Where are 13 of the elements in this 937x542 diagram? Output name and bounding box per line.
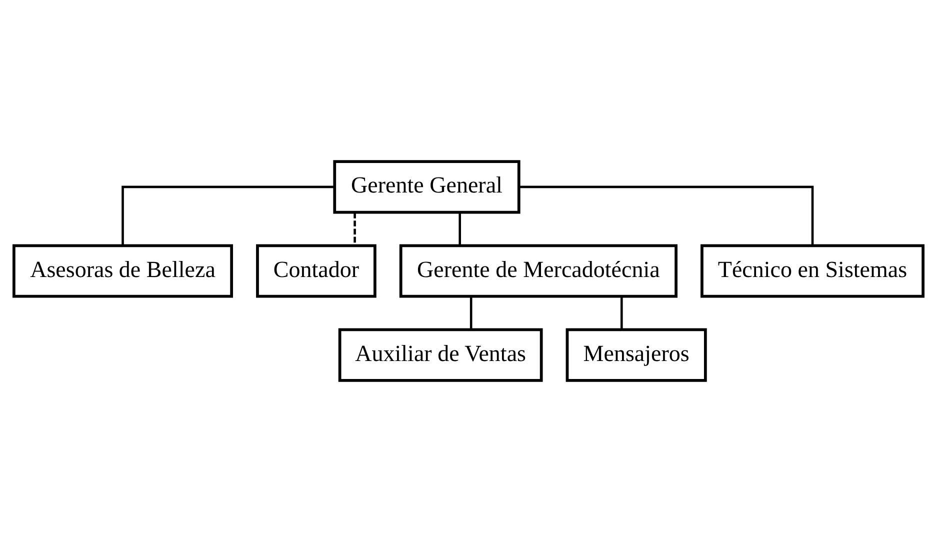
node-box: Gerente General (333, 160, 520, 214)
node-box: Mensajeros (566, 328, 707, 382)
connector (122, 186, 334, 246)
node-box: Contador (256, 244, 376, 298)
connector (354, 212, 356, 246)
node-box: Gerente de Mercadotécnia (399, 244, 678, 298)
node-box: Técnico en Sistemas (700, 244, 924, 298)
connector (620, 296, 623, 330)
connector (519, 186, 814, 246)
connector (470, 296, 472, 330)
connector (458, 212, 462, 246)
node-box: Auxiliar de Ventas (338, 328, 543, 382)
node-box: Asesoras de Belleza (12, 244, 234, 298)
